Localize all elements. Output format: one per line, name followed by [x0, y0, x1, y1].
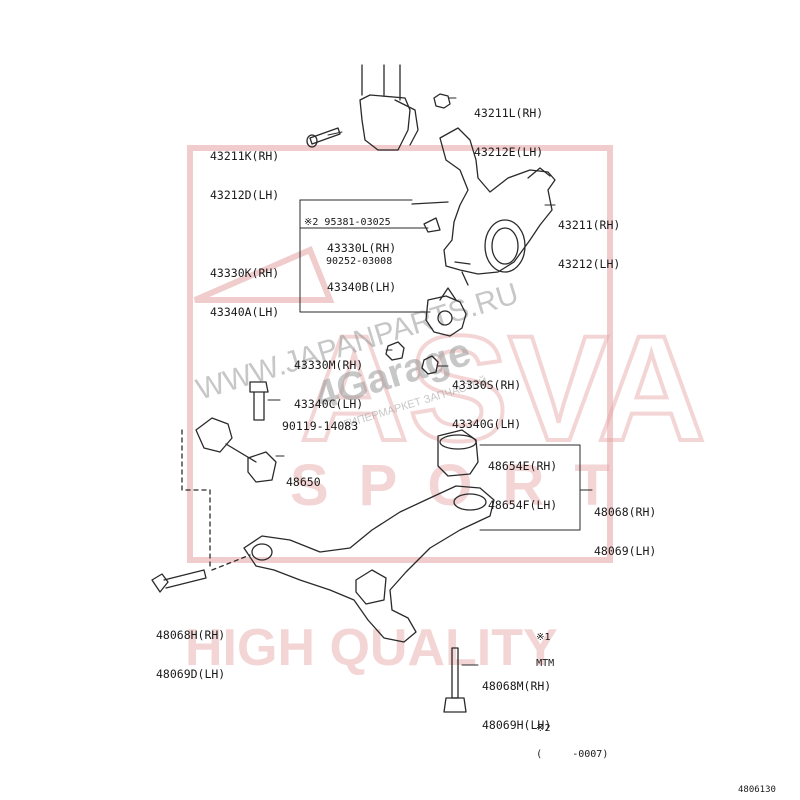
label-48068h: 48068H(RH) 48069D(LH) — [156, 603, 225, 694]
label-43211: 43211(RH) 43212(LH) — [558, 193, 620, 284]
label-43330l: 43330L(RH) 43340B(LH) — [327, 216, 396, 307]
label-line: 43330L(RH) — [327, 241, 397, 255]
label-line: 43330K(RH) — [210, 266, 280, 280]
legend-text: ( -0007) — [536, 749, 609, 760]
label-43211k: 43211K(RH) 43212D(LH) — [210, 124, 279, 215]
label-43211l: 43211L(RH) 43212E(LH) — [474, 81, 543, 172]
legend-gap — [536, 645, 548, 656]
nut-43330m-drawing — [385, 341, 405, 361]
label-line: 43340A(LH) — [210, 305, 280, 319]
label-43330k: 43330K(RH) 43340A(LH) — [210, 241, 279, 332]
label-48068m: 48068M(RH) 48069H(LH) — [482, 654, 551, 745]
strut-drawing — [359, 64, 419, 151]
label-line: 48068H(RH) — [156, 628, 226, 642]
nut-43330s-drawing — [421, 355, 439, 375]
label-48068: 48068(RH) 48069(LH) — [594, 480, 656, 571]
watermark-bottom-text: HIGH QUALITY — [185, 619, 558, 677]
label-line: 43212(LH) — [558, 257, 621, 271]
label-line: 48654E(RH) — [488, 459, 558, 473]
label-48654e: 48654E(RH) 48654F(LH) — [488, 434, 557, 525]
watermark-logo-mark — [193, 246, 335, 303]
label-line: 43211(RH) — [558, 218, 621, 232]
label-line: 43340G(LH) — [452, 417, 522, 431]
label-line: 43340C(LH) — [294, 397, 364, 411]
label-48650: 48650 — [286, 450, 321, 502]
legend-row: ※1 MTM — [512, 618, 608, 683]
bolt-48068m-drawing — [443, 647, 467, 713]
label-line: 43340B(LH) — [327, 280, 397, 294]
lower-arm-drawing — [243, 485, 495, 643]
knuckle-drawing — [439, 127, 556, 286]
bolt-48068h-drawing — [151, 569, 207, 593]
label-line: 48068(RH) — [594, 505, 657, 519]
label-line: 90119-14083 — [282, 419, 359, 433]
ball-joint-drawing — [425, 287, 467, 337]
dashed-guides — [181, 429, 251, 571]
bolt-95381-drawing — [411, 201, 449, 233]
legend-row: ※2 ( -0007) — [512, 709, 608, 774]
label-line: 48069H(LH) — [482, 718, 552, 732]
label-line: 90252-03008 — [326, 256, 393, 267]
stabilizer-link-drawing — [195, 417, 277, 483]
label-line: 43212E(LH) — [474, 145, 544, 159]
bolt-90119-drawing — [249, 381, 269, 421]
legend-mark: ※2 — [536, 723, 551, 734]
label-line: 43211K(RH) — [210, 149, 280, 163]
label-line: 43211L(RH) — [474, 106, 544, 120]
label-line: 48654F(LH) — [488, 498, 558, 512]
watermark-layer — [187, 145, 613, 563]
label-90119: 90119-14083 — [282, 394, 358, 446]
watermark-logo-sport: SPORT — [290, 453, 640, 518]
legend-mark: ※1 — [536, 632, 551, 643]
label-line: 43330S(RH) — [452, 378, 522, 392]
label-43330m: 43330M(RH) 43340C(LH) — [294, 333, 363, 424]
label-line: 48650 — [286, 475, 321, 489]
nut-43211l-drawing — [433, 93, 451, 109]
watermark-frame — [187, 145, 613, 563]
legend-text: MTM — [536, 658, 555, 669]
parts-drawing — [151, 64, 593, 713]
label-line: 48069D(LH) — [156, 667, 226, 681]
bushing-48654e-drawing — [437, 429, 479, 477]
label-95381: ※2 95381-03025 90252-03008 — [304, 190, 392, 281]
label-43330s: 43330S(RH) 43340G(LH) — [452, 353, 521, 444]
figure-code: 4806130 — [738, 785, 776, 795]
label-line: 48069(LH) — [594, 544, 657, 558]
legend-gap — [536, 736, 548, 747]
label-line: ※2 95381-03025 — [304, 217, 391, 228]
label-line: 43212D(LH) — [210, 188, 280, 202]
bolt-43211k-drawing — [306, 127, 341, 148]
footnote-legend: ※1 MTM ※2 ( -0007) — [512, 592, 608, 787]
label-line: 48068M(RH) — [482, 679, 552, 693]
label-line: 43330M(RH) — [294, 358, 364, 372]
leader-lines — [267, 97, 593, 666]
